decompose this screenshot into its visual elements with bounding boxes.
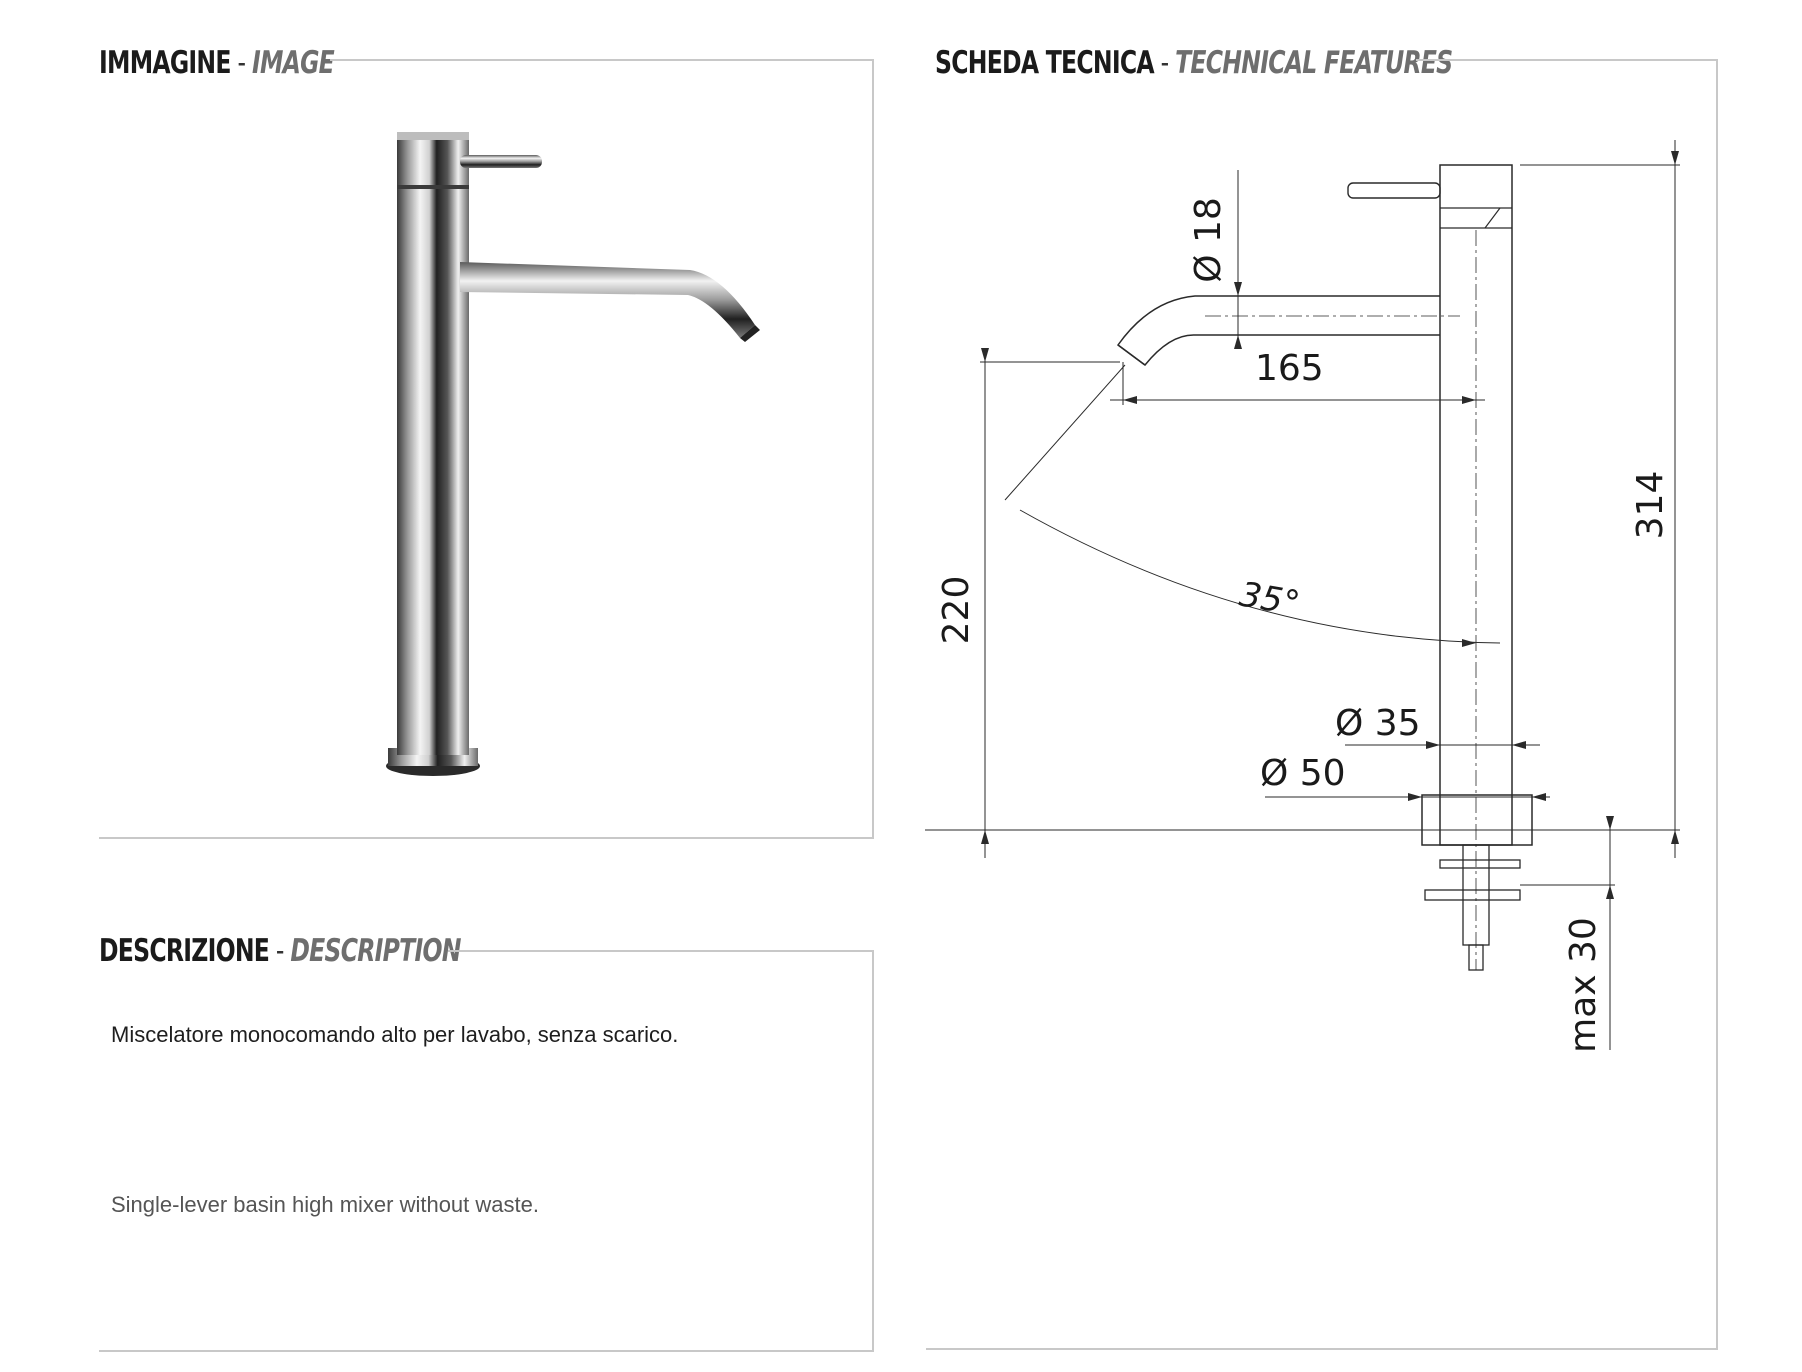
- drawing-spout-outlet: [1117, 344, 1146, 366]
- technical-frame-bottom: [926, 1348, 1718, 1350]
- description-frame-bottom: [99, 1350, 874, 1352]
- dim-arc-35: [1019, 509, 1501, 644]
- arrow-35-left: [1426, 741, 1440, 749]
- image-title-separator: -: [230, 45, 252, 81]
- dimension-lines: [925, 140, 1680, 1050]
- technical-title-it: SCHEDA TECNICA: [935, 45, 1155, 81]
- arrow-314-bottom: [1671, 830, 1679, 844]
- dimension-arrows: [981, 151, 1679, 899]
- arrow-314-top: [1671, 151, 1679, 165]
- faucet-lever: [460, 155, 542, 168]
- image-section-title: IMMAGINE - IMAGE: [99, 45, 335, 81]
- technical-section-title: SCHEDA TECNICA - TECHNICAL FEATURES: [935, 45, 1453, 81]
- label-body-diameter: Ø 35: [1335, 703, 1421, 744]
- technical-title-en: TECHNICAL FEATURES: [1175, 45, 1453, 81]
- description-section-title: DESCRIZIONE - DESCRIPTION: [99, 936, 461, 967]
- arrow-35-right: [1512, 741, 1526, 749]
- image-frame-top: [330, 59, 874, 61]
- arrow-18-bottom: [1234, 335, 1242, 349]
- label-base-diameter: Ø 50: [1260, 753, 1346, 794]
- arrow-165-right: [1462, 396, 1476, 404]
- drawing-fixing-hose: [1468, 944, 1484, 971]
- arrow-165-left: [1123, 396, 1137, 404]
- technical-frame-right: [1716, 59, 1718, 1350]
- technical-frame-top: [1416, 59, 1718, 61]
- description-title-it: DESCRIZIONE: [99, 933, 270, 969]
- drawing-fixing-plate: [1439, 859, 1521, 869]
- faucet-outline: [1116, 164, 1533, 971]
- arrow-50-left: [1408, 793, 1422, 801]
- description-frame-top: [448, 950, 874, 952]
- dim-line-angle-ray: [1004, 364, 1126, 501]
- arrow-angle-end: [1462, 639, 1476, 647]
- arrow-18-top: [1234, 282, 1242, 296]
- image-title-en: IMAGE: [251, 45, 335, 81]
- description-frame-right: [872, 950, 874, 1352]
- description-text-english: Single-lever basin high mixer without wa…: [111, 1192, 539, 1217]
- label-spout-reach: 165: [1255, 348, 1324, 389]
- label-spout-height: 220: [936, 576, 977, 645]
- label-swivel-angle: 35°: [1236, 574, 1302, 624]
- image-frame-right: [872, 59, 874, 839]
- image-title-it: IMMAGINE: [99, 45, 231, 81]
- description-title-separator: -: [269, 933, 291, 969]
- label-total-height: 314: [1630, 471, 1671, 540]
- arrow-220-top: [981, 348, 989, 362]
- technical-drawing: 165 Ø 18 314 220 35° Ø 35 Ø 50 max 30: [925, 140, 1680, 1053]
- faucet-spout: [460, 262, 755, 338]
- faucet-spout-tip: [740, 325, 760, 342]
- arrow-220-bottom: [981, 830, 989, 844]
- drawing-fixing-nut: [1424, 889, 1521, 901]
- faucet-body-joint: [397, 185, 469, 189]
- arrow-max30-bottom: [1606, 885, 1614, 899]
- drawing-lever: [1347, 182, 1441, 199]
- arrow-50-right: [1532, 793, 1546, 801]
- drawing-cartridge-bevel: [1484, 207, 1501, 229]
- drawing-base: [1421, 794, 1533, 846]
- faucet-body: [397, 135, 469, 755]
- technical-title-separator: -: [1153, 45, 1176, 81]
- faucet-product-image: [386, 132, 760, 776]
- label-spout-diameter: Ø 18: [1188, 197, 1229, 283]
- faucet-body-top: [397, 132, 469, 140]
- arrow-max30-top: [1606, 816, 1614, 830]
- drawing-spout: [1116, 295, 1440, 367]
- description-title-en: DESCRIPTION: [290, 933, 461, 969]
- description-text-italian: Miscelatore monocomando alto per lavabo,…: [111, 1022, 679, 1047]
- label-max-thickness: max 30: [1563, 917, 1604, 1053]
- image-frame-bottom: [99, 837, 874, 839]
